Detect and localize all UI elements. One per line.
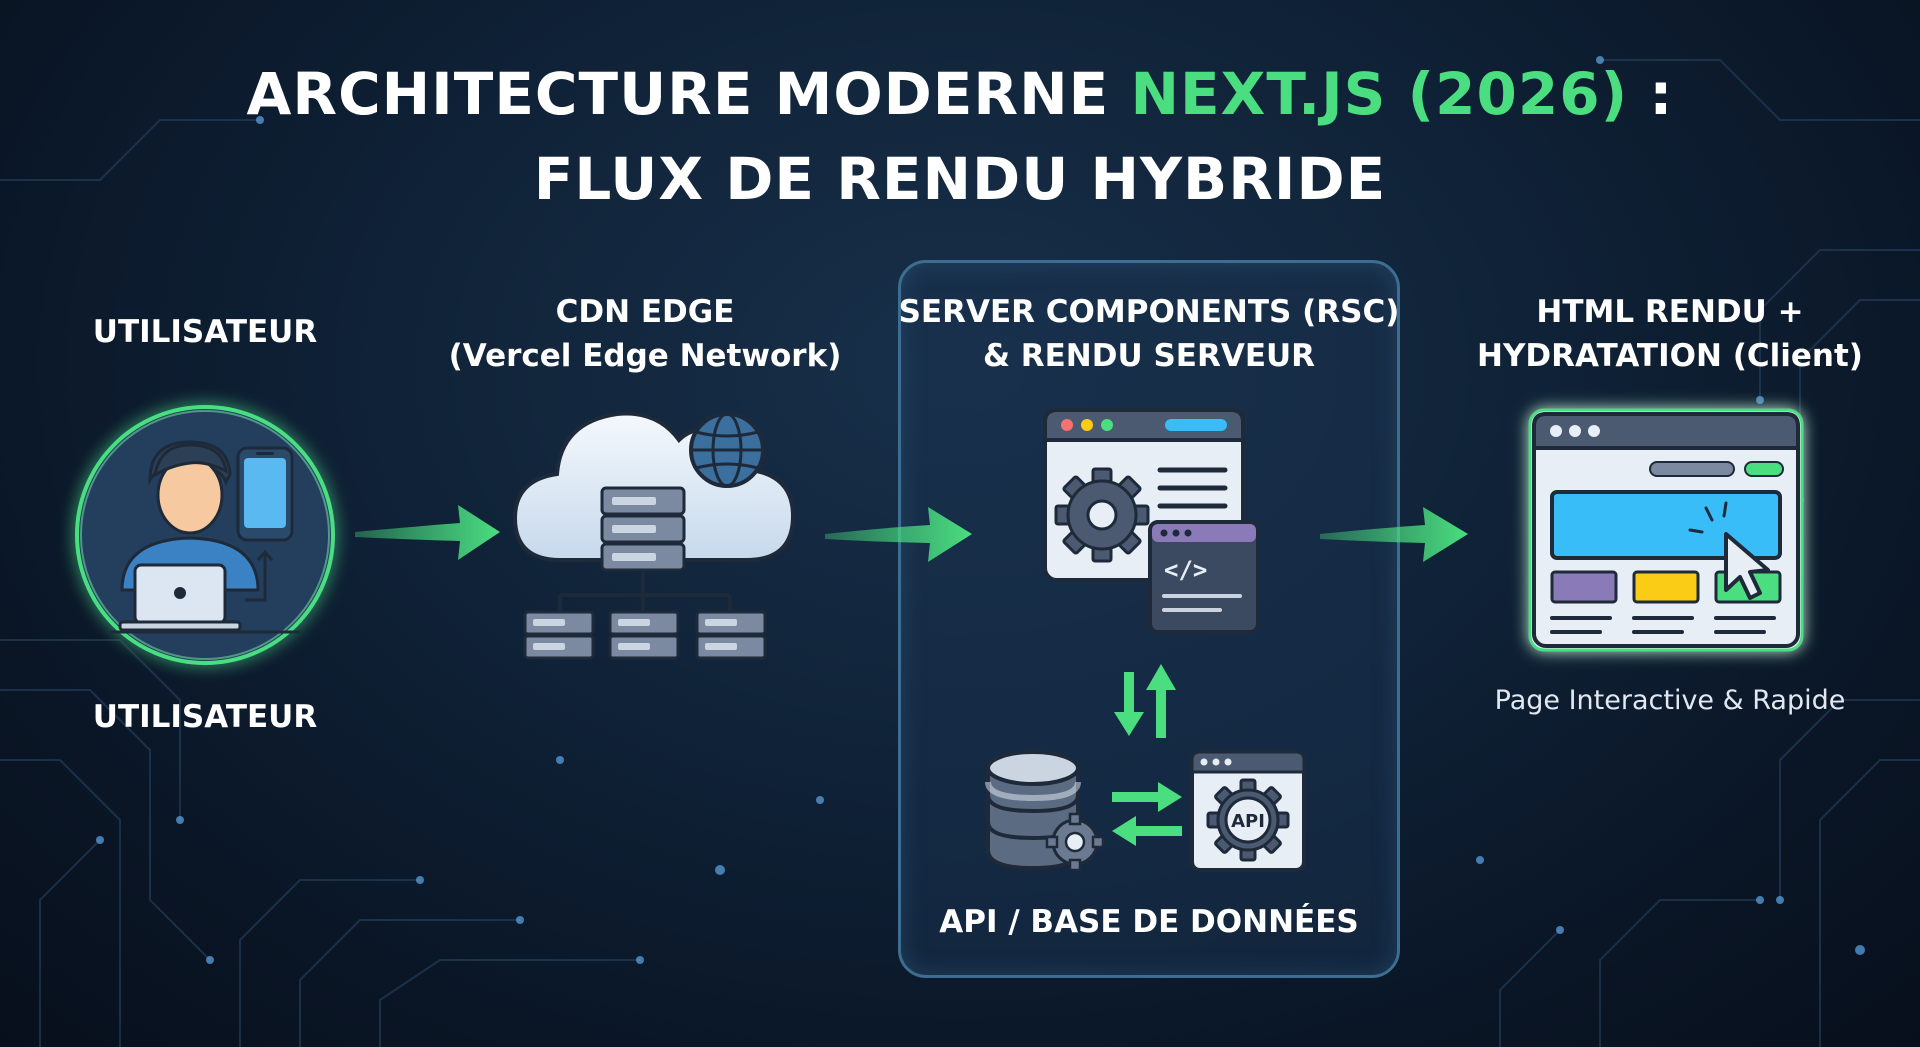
arrow-user-to-cdn (355, 505, 500, 560)
cursor-icon (1688, 501, 1770, 600)
client-caption: Page Interactive & Rapide (1494, 685, 1846, 716)
cdn-label-line-1: CDN EDGE (555, 294, 735, 330)
rsc-label-line-1: SERVER COMPONENTS (RSC) (898, 294, 1400, 330)
title-accent: NEXT.JS (2026) (1130, 60, 1629, 128)
client-label-line-1: HTML RENDU + (1536, 294, 1804, 330)
code-window-icon: </> (1148, 520, 1260, 634)
globe-icon (689, 412, 765, 488)
page-title-line-2: FLUX DE RENDU HYBRIDE (533, 145, 1387, 213)
user-label-top: UTILISATEUR (92, 314, 318, 350)
bidirectional-arrows (1114, 664, 1176, 738)
arrow-rsc-to-client (1320, 507, 1468, 562)
client-label-line-2: HYDRATATION (Client) (1477, 338, 1863, 374)
arrow-cdn-to-rsc (825, 507, 972, 562)
user-label-bottom: UTILISATEUR (92, 699, 318, 735)
cdn-label: CDN EDGE (Vercel Edge Network) (440, 290, 850, 378)
page-title-line-1: ARCHITECTURE MODERNE NEXT.JS (2026) : (0, 60, 1920, 128)
user-laptop-icon (75, 405, 335, 665)
smartphone-icon (236, 446, 294, 602)
db-api-arrows (1112, 782, 1182, 846)
client-label: HTML RENDU + HYDRATATION (Client) (1440, 290, 1900, 378)
rsc-label-line-2: & RENDU SERVEUR (982, 338, 1316, 374)
interactive-page-icon (1528, 408, 1804, 652)
server-rack-icon (523, 486, 767, 660)
api-gear-icon: API (1190, 750, 1306, 872)
rsc-sub-label: API / BASE DE DONNÉES (939, 904, 1359, 940)
rsc-label: SERVER COMPONENTS (RSC) & RENDU SERVEUR (898, 290, 1400, 378)
title-suffix: : (1628, 60, 1674, 128)
api-badge-text: API (1231, 811, 1265, 832)
title-prefix: ARCHITECTURE MODERNE (246, 60, 1131, 128)
gear-icon (1054, 467, 1150, 563)
svg-text:</>: </> (1164, 556, 1207, 584)
database-icon (985, 750, 1105, 872)
cdn-label-line-2: (Vercel Edge Network) (448, 338, 842, 374)
